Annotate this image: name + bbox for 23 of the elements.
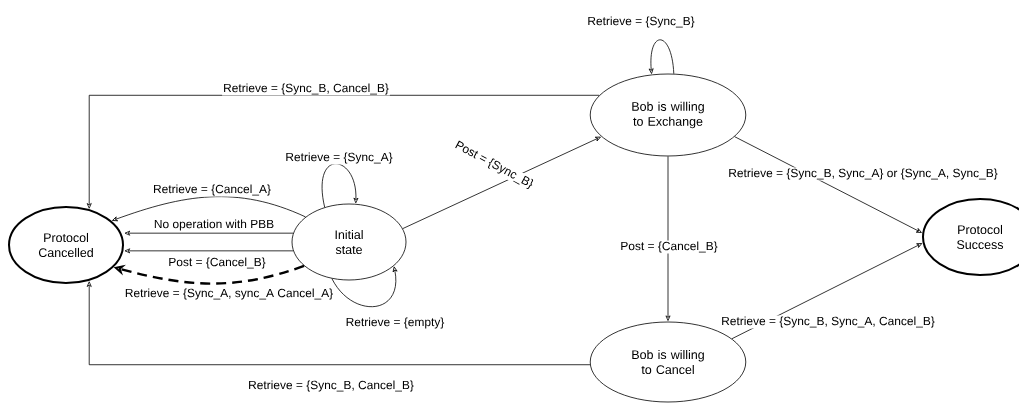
arrow (665, 156, 671, 321)
edge-label: Retrieve = {Sync_B, Cancel_B} (247, 379, 415, 393)
edge-label: Post = {Cancel_B} (167, 256, 267, 270)
edge-label: Retrieve = {Sync_A} (284, 151, 394, 165)
arrow (124, 230, 294, 236)
edge-label: Retrieve = {Cancel_A} (152, 183, 272, 197)
arrow (402, 136, 601, 229)
edge-label: Retrieve = {Sync_B, Sync_A, Cancel_B} (720, 315, 936, 329)
arrow (86, 281, 591, 366)
edge-label: No operation with PBB (152, 218, 276, 232)
edge-label: Post = {Cancel_B} (619, 240, 719, 254)
edge-label: Retrieve = {empty} (344, 316, 446, 330)
arrow (331, 266, 398, 307)
arrow (112, 196, 306, 222)
arrow (734, 136, 922, 233)
edge-label: Retrieve = {Sync_B, Cancel_B} (222, 82, 390, 96)
edge-label: Retrieve = {Sync_A, sync_A Cancel_A} (123, 287, 335, 301)
arrow (731, 243, 923, 340)
edge-label: Retrieve = {Sync_B, Sync_A} or {Sync_A, Sync_B} (727, 167, 999, 181)
arrow (124, 248, 294, 254)
arrow (648, 39, 675, 75)
edge-label: Retrieve = {Sync_B} (586, 15, 696, 29)
arrow (321, 163, 359, 208)
